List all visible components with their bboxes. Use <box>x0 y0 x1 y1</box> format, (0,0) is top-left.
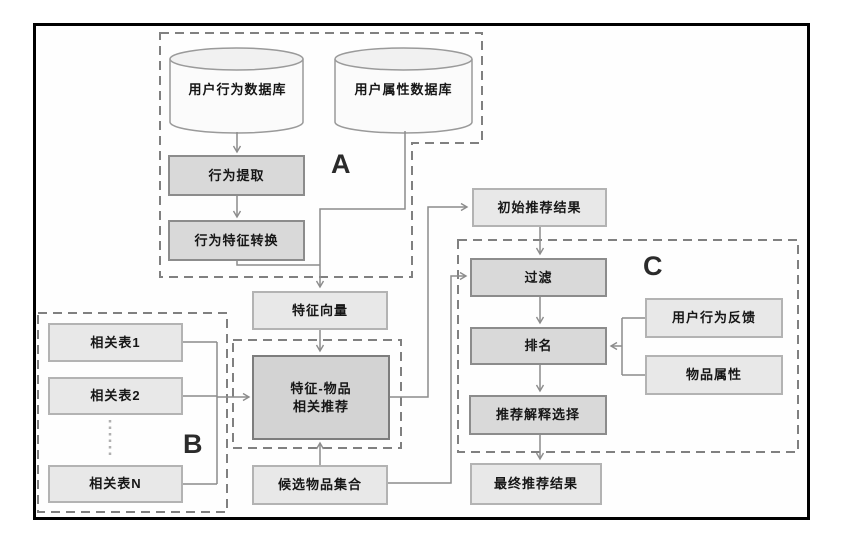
node-feature-item-rec-line1: 特征-物品 <box>290 380 352 396</box>
user-behavior-db-cylinder <box>169 47 304 134</box>
arrow-attrdb-to-feature-vector <box>315 131 406 289</box>
node-behavior-extract: 行为提取 <box>168 155 305 196</box>
user-attr-db: 用户属性数据库 <box>354 81 453 97</box>
arrow-candidate-to-filter <box>387 271 468 484</box>
node-feature-item-rec: 特征-物品 相关推荐 <box>252 355 390 440</box>
node-behavior-feature-convert: 行为特征转换 <box>168 220 305 261</box>
node-candidate-items: 候选物品集合 <box>252 465 388 505</box>
node-ranking: 排名 <box>470 327 607 365</box>
group-b-label: B <box>183 429 203 459</box>
user-attr-db-cylinder <box>334 47 473 134</box>
group-a-label: A <box>331 149 351 179</box>
node-initial-results: 初始推荐结果 <box>472 188 607 227</box>
group-b-outline <box>37 312 228 513</box>
arrow-rec-to-initial-results <box>390 202 469 398</box>
node-rel-table-n: 相关表N <box>48 465 183 503</box>
node-item-attributes: 物品属性 <box>645 355 783 395</box>
node-rel-table-2: 相关表2 <box>48 377 183 415</box>
node-rel-table-1: 相关表1 <box>48 323 183 362</box>
node-feature-item-rec-line2: 相关推荐 <box>292 398 349 414</box>
group-a-outline <box>159 32 483 278</box>
line-convert-join <box>236 261 320 266</box>
user-behavior-db: 用户行为数据库 <box>188 81 287 97</box>
node-feature-vector: 特征向量 <box>252 291 388 330</box>
node-final-results: 最终推荐结果 <box>470 463 602 505</box>
node-user-behavior-feedback: 用户行为反馈 <box>645 298 783 338</box>
node-filter: 过滤 <box>470 258 607 297</box>
group-c-label: C <box>643 251 663 281</box>
group-c-outline <box>457 239 799 453</box>
node-explanation-select: 推荐解释选择 <box>469 395 607 435</box>
